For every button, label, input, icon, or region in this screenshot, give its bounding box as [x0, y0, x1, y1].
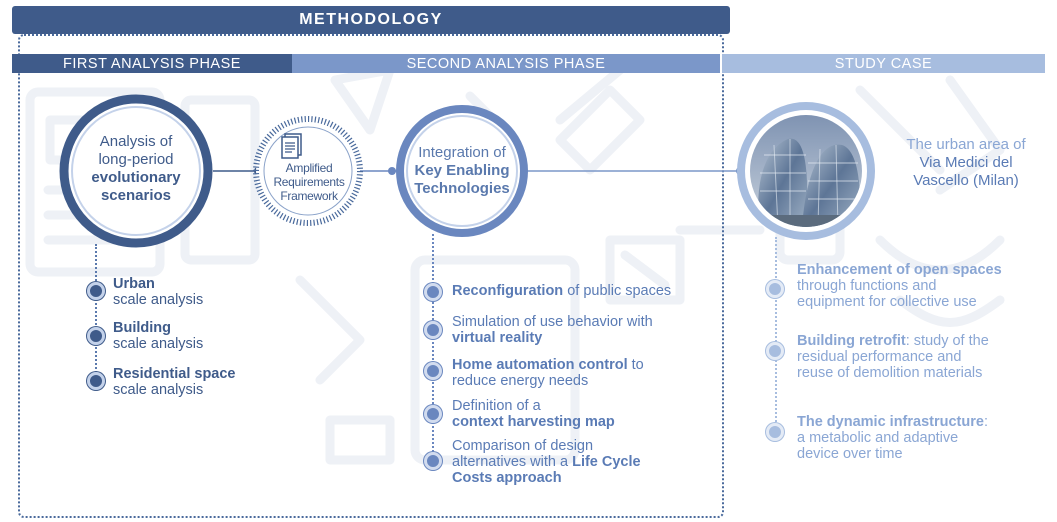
item-text: a metabolic and adaptive [797, 430, 959, 446]
framework-badge: Amplified Requirements Framework [262, 161, 356, 203]
bullet-icon [766, 280, 784, 298]
phase-second-analysis: SECOND ANALYSIS PHASE [292, 54, 720, 73]
item-bold: Residential space [113, 366, 236, 382]
item-text: scale analysis [113, 382, 204, 398]
list-item: Enhancement of open spaces through funct… [797, 262, 1002, 310]
list-item: Simulation of use behavior with virtual … [452, 314, 653, 346]
node2-line2: Key Enabling [414, 162, 510, 179]
bullet-icon [87, 372, 105, 390]
first-list-line [95, 244, 97, 384]
item-text: Simulation of use behavior with [452, 314, 653, 330]
item-text: Definition of a [452, 398, 541, 414]
list-item: Definition of a context harvesting map [452, 398, 615, 430]
item-text: : study of the [905, 333, 989, 349]
list-item: The dynamic infrastructure: a metabolic … [797, 414, 988, 462]
list-item: Comparison of design alternatives with a… [452, 438, 641, 486]
study-line1: The urban area of [906, 136, 1026, 153]
list-item: Home automation control to reduce energy… [452, 357, 644, 389]
bullet-icon [424, 452, 442, 470]
list-item: Building retrofit: study of the residual… [797, 333, 989, 381]
item-bold: The dynamic infrastructure [797, 414, 984, 430]
item-text: reuse of demolition materials [797, 365, 983, 381]
item-bold: Building retrofit [797, 333, 906, 349]
bullet-icon [424, 405, 442, 423]
item-text: scale analysis [113, 292, 204, 308]
item-text: through functions and [797, 278, 937, 294]
item-text: to [627, 357, 644, 373]
item-bold: Reconfiguration [452, 283, 564, 299]
study-case-location: The urban area of Via Medici del Vascell… [891, 136, 1041, 190]
item-text: reduce energy needs [452, 373, 589, 389]
item-text: Comparison of design [452, 438, 594, 454]
node1-line3: evolutionary [91, 169, 181, 186]
framework-line1: Amplified [285, 161, 333, 175]
item-bold: virtual reality [452, 330, 543, 346]
study-line2: Via Medici del [919, 154, 1013, 171]
node2-line1: Integration of [418, 144, 506, 161]
phase-first-analysis: FIRST ANALYSIS PHASE [12, 54, 292, 73]
bullet-icon [766, 342, 784, 360]
bullet-icon [424, 362, 442, 380]
bullet-icon [766, 423, 784, 441]
item-text: : [983, 414, 988, 430]
item-bold: context harvesting map [452, 414, 615, 430]
item-text: scale analysis [113, 336, 204, 352]
node1-line1: Analysis of [99, 133, 173, 150]
node1-line2: long-period [98, 151, 174, 168]
node1-line4: scenarios [100, 187, 172, 204]
phase-study-case: STUDY CASE [722, 54, 1045, 73]
bullet-icon [424, 283, 442, 301]
bullet-icon [87, 282, 105, 300]
node2-line3: Technologies [414, 180, 510, 197]
item-text: residual performance and [797, 349, 962, 365]
study-list-line [775, 237, 777, 437]
framework-line3: Framework [280, 189, 338, 203]
node-long-period-analysis: Analysis of long-period evolutionary sce… [72, 133, 200, 205]
item-text: alternatives with a [452, 454, 573, 470]
framework-line2: Requirements [273, 175, 345, 189]
list-item: Residential space scale analysis [113, 366, 236, 398]
list-item: Reconfiguration of public spaces [452, 283, 671, 299]
second-list-line [432, 234, 434, 464]
item-text: device over time [797, 446, 903, 462]
item-bold: Urban [113, 276, 155, 292]
methodology-title: METHODOLOGY [12, 6, 730, 34]
bullet-icon [424, 321, 442, 339]
study-line3: Vascello (Milan) [913, 172, 1019, 189]
list-item: Building scale analysis [113, 320, 203, 352]
node-key-enabling-technologies: Integration of Key Enabling Technologies [406, 144, 518, 198]
item-bold: Enhancement of open spaces [797, 262, 1002, 278]
bullet-icon [87, 327, 105, 345]
item-bold: Costs approach [452, 470, 562, 486]
list-item: Urban scale analysis [113, 276, 203, 308]
item-text: equipment for collective use [797, 294, 977, 310]
item-bold: Life Cycle [572, 454, 641, 470]
item-bold: Home automation control [452, 357, 628, 373]
document-icon [281, 133, 303, 164]
item-bold: Building [113, 320, 171, 336]
methodology-frame [18, 34, 724, 518]
building-photo [750, 115, 862, 227]
item-text: of public spaces [563, 283, 672, 299]
